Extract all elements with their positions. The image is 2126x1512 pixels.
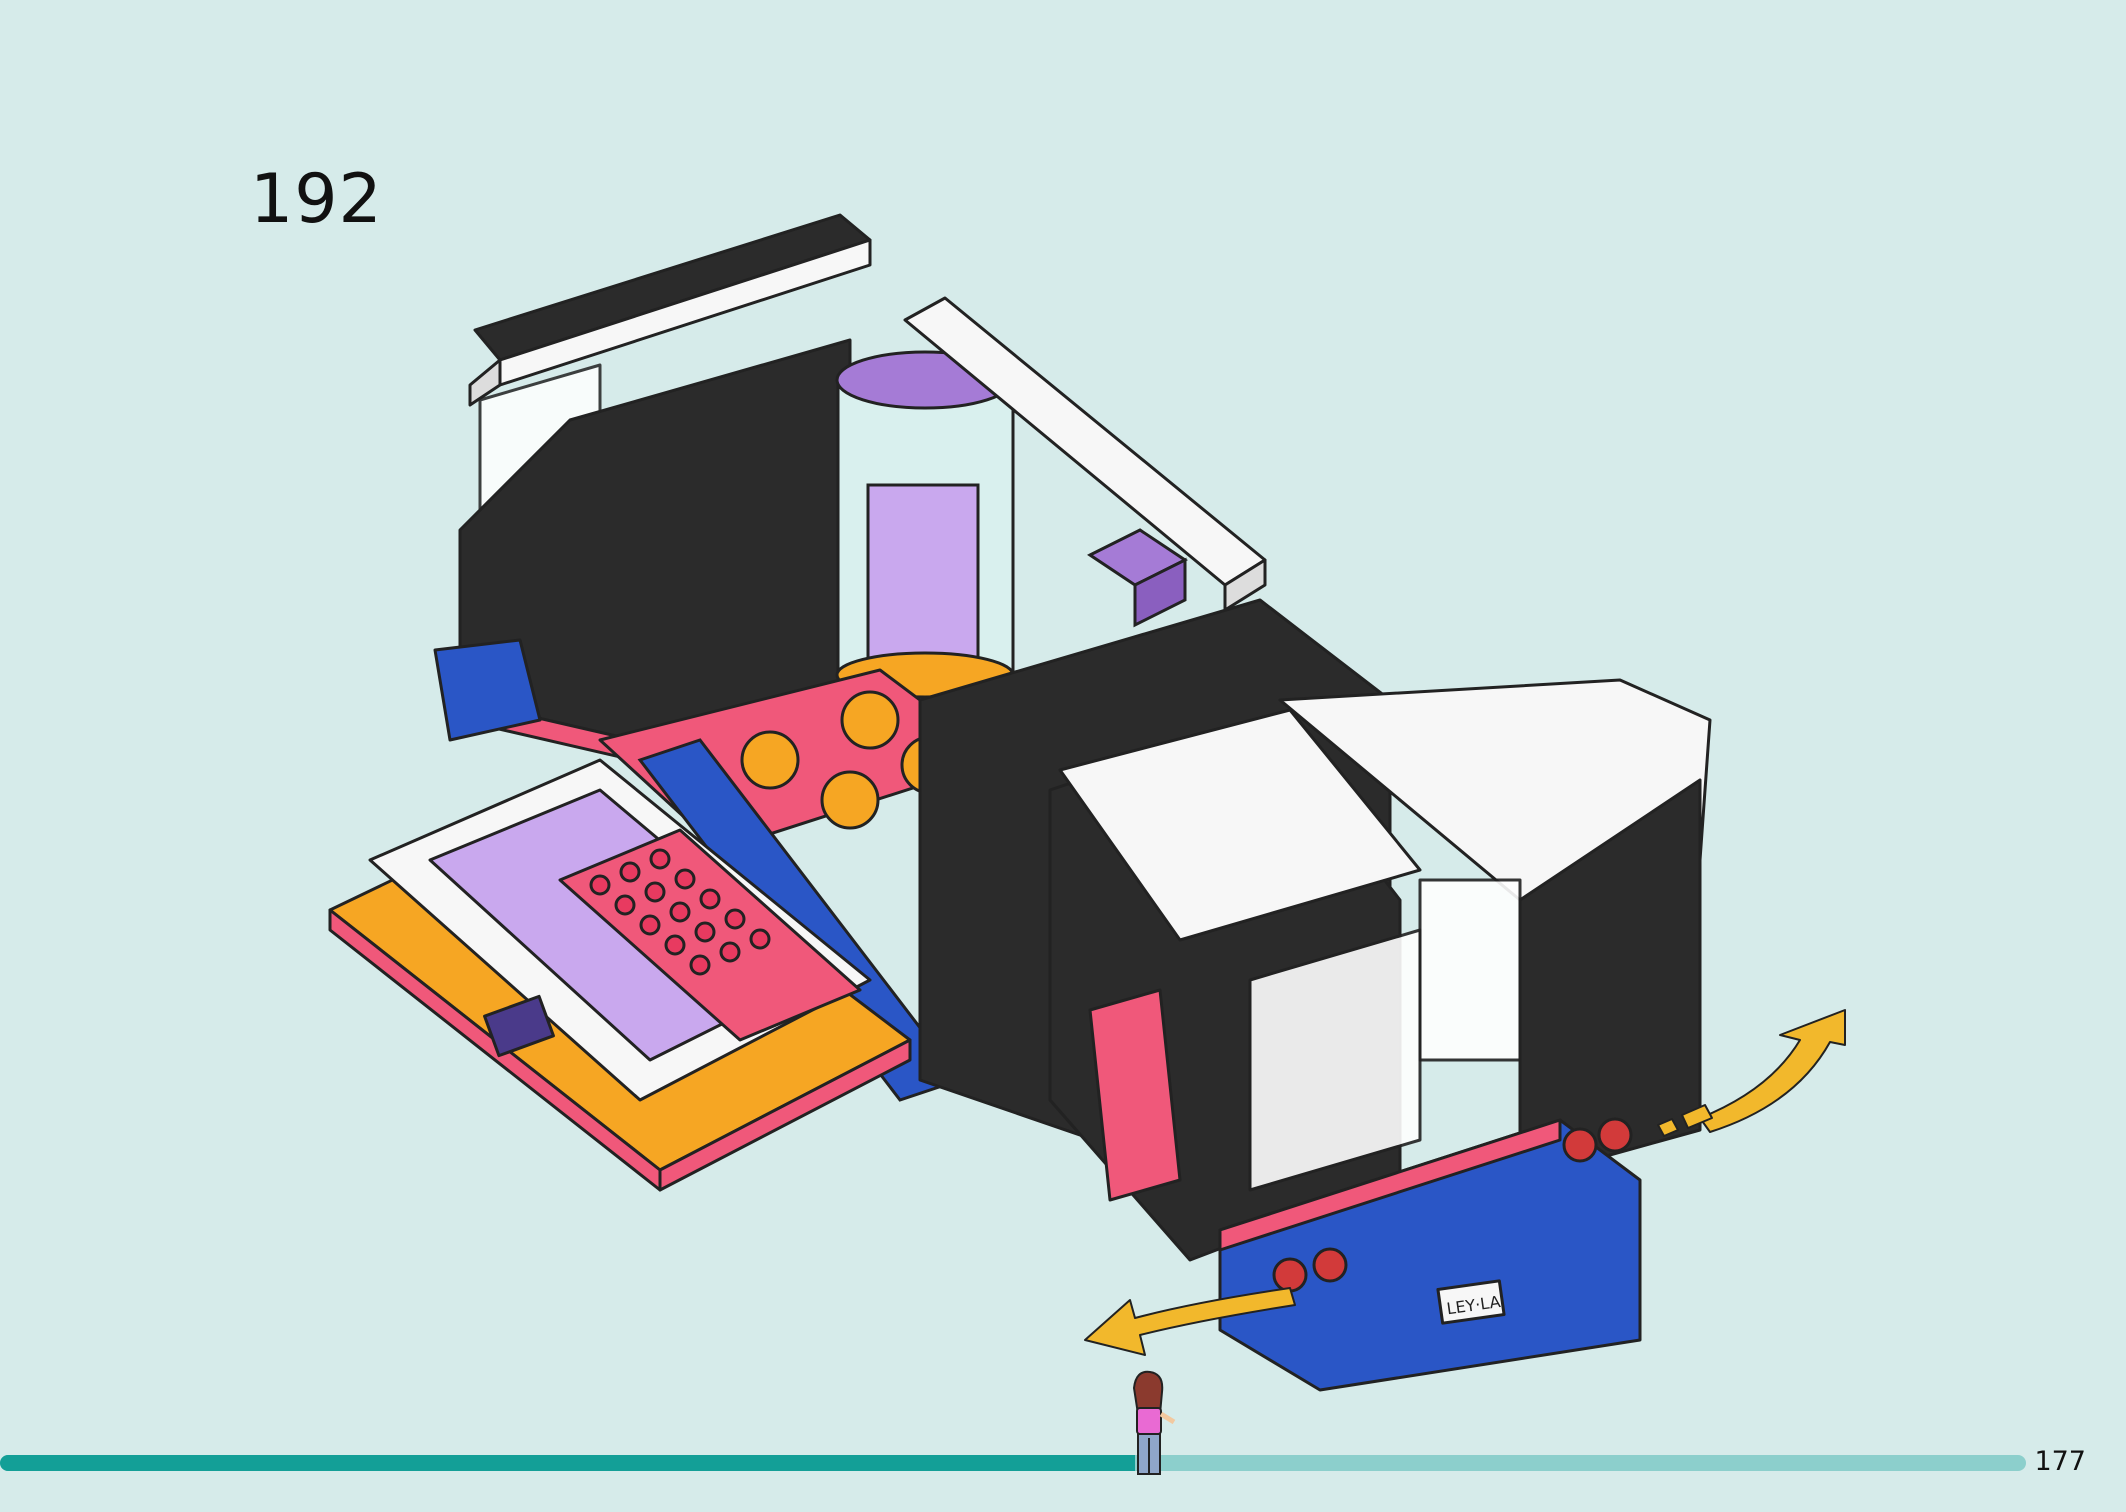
rear-module: [918, 598, 1712, 1392]
page-number: 177: [2034, 1446, 2086, 1477]
progress-fill: [0, 1455, 1135, 1471]
minifigure-icon: [1132, 1370, 1176, 1475]
wardrobe-cylinder: [835, 350, 1015, 699]
rotate-arrow-right-icon: [1657, 1009, 1846, 1137]
step-number: 192: [250, 160, 383, 239]
progress-track: [0, 1455, 2026, 1471]
sofa-module: [328, 758, 912, 1192]
rotate-arrow-left-icon: [1084, 1287, 1296, 1356]
white-rail: [903, 296, 1267, 612]
purple-steps: [1087, 528, 1188, 628]
